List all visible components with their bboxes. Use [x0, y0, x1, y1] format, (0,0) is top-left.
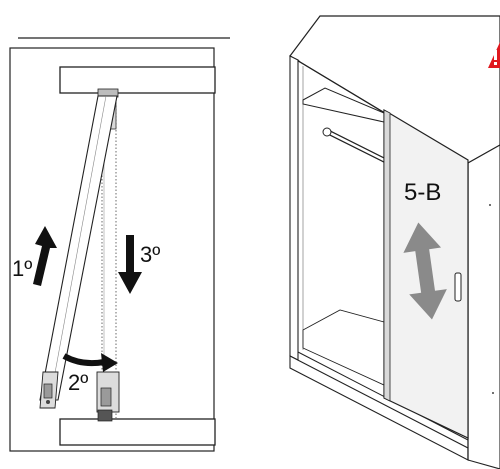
step-3-down-arrow-icon [118, 235, 142, 294]
bottom-wheel-fitting-final [96, 371, 120, 422]
wardrobe-left-side [289, 55, 299, 361]
up-down-adjust-arrow-icon [403, 222, 447, 320]
step-2-label: 2º [68, 370, 88, 395]
door-code-label: 5-B [404, 179, 441, 206]
bottom-rail [59, 418, 216, 446]
door-handle [454, 272, 462, 302]
step-1-up-arrow-icon [33, 226, 57, 286]
step-3-label: 3º [140, 242, 160, 267]
left-installation-panel: 1º 3º 2º [9, 37, 230, 452]
step-2-curved-arrow-icon [62, 353, 118, 372]
panel-frame [9, 47, 215, 452]
warning-triangle-icon [488, 42, 500, 68]
top-rail [59, 66, 216, 94]
bottom-wheel-fitting-tilted [39, 371, 59, 409]
wardrobe-right-side [467, 144, 500, 469]
right-wardrobe-panel: 5-B [289, 15, 500, 469]
hanging-rail [322, 127, 387, 163]
step-1-label: 1º [12, 256, 32, 281]
door-tilted-position [39, 95, 118, 401]
